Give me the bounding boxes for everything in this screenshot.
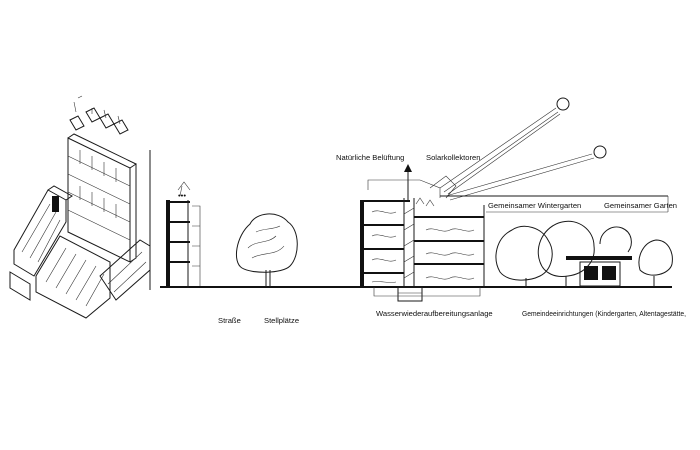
axonometric-site-plan <box>9 95 151 319</box>
community-pavilion <box>566 256 632 287</box>
label-water-treatment: Wasserwiederaufbereitungsanlage <box>376 309 493 318</box>
winter-garden-roof <box>440 195 669 213</box>
label-garden: Gemeinsamer Garten <box>604 201 677 210</box>
label-street: Straße <box>218 316 241 325</box>
label-winter-garden: Gemeinsamer Wintergarten <box>488 201 581 210</box>
sun-rays <box>439 97 607 201</box>
housing-block-lower <box>9 235 151 319</box>
central-building-section <box>360 164 485 288</box>
label-solar-collectors: Solarkollektoren <box>426 153 480 162</box>
garden-trees <box>495 220 673 287</box>
label-ventilation: Natürliche Belüftung <box>336 153 404 162</box>
housing-block-left <box>13 185 73 277</box>
rooftop-solar-panels <box>69 95 129 135</box>
label-community-facilities: Gemeindeeinrichtungen (Kindergarten, Alt… <box>522 309 686 318</box>
svg-text:•••: ••• <box>178 191 186 200</box>
label-parking: Stellplätze <box>264 316 299 325</box>
housing-row-main <box>67 133 138 263</box>
water-treatment-tank <box>373 286 481 302</box>
street-tree <box>235 213 298 287</box>
left-building-section: ••• <box>166 181 201 288</box>
